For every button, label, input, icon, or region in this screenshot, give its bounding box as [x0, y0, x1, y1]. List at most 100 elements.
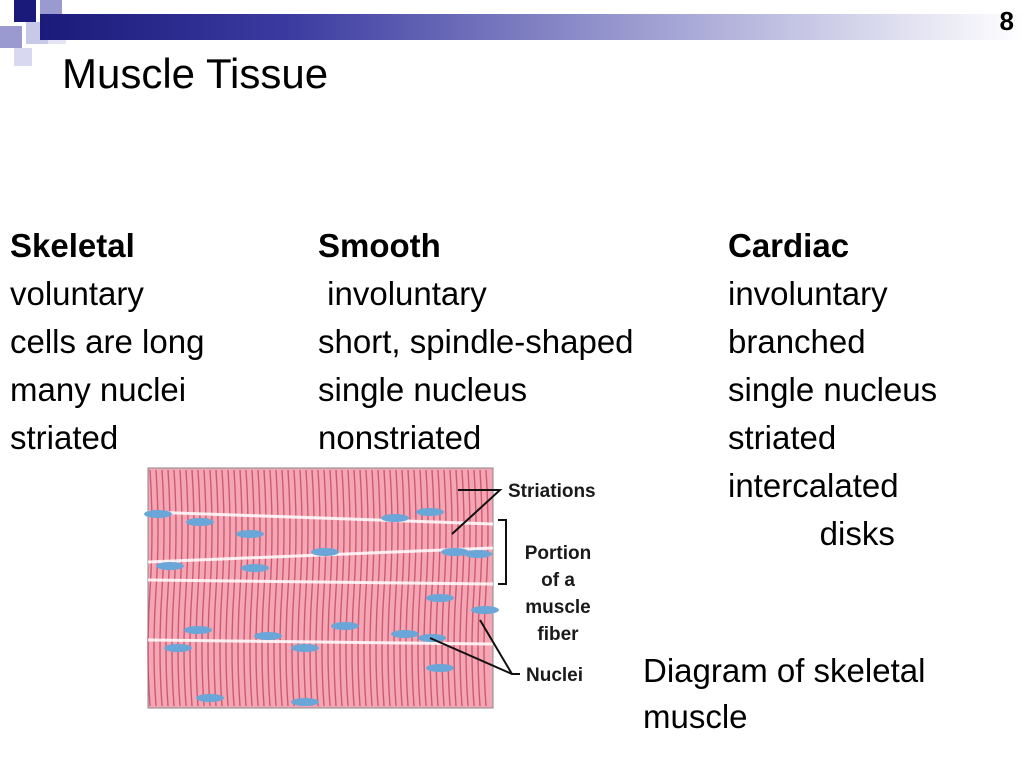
column-line: intercalated: [728, 467, 899, 504]
label-portion: fiber: [537, 624, 579, 645]
striation-line: [249, 469, 255, 707]
striation-line: [183, 469, 189, 707]
striation-line: [321, 469, 327, 707]
striation-line: [177, 469, 183, 707]
striation-line: [219, 469, 225, 707]
nucleus-shape: [464, 550, 492, 558]
column-line: branched: [728, 323, 866, 360]
striation-line: [285, 469, 291, 707]
striation-line: [339, 469, 345, 707]
striation-line: [201, 469, 207, 707]
striation-line: [483, 469, 489, 707]
column-line: striated: [728, 419, 837, 456]
striation-line: [297, 469, 303, 707]
nucleus-shape: [391, 630, 419, 638]
striation-line: [363, 469, 369, 707]
nucleus-shape: [441, 548, 469, 556]
label-portion: muscle: [525, 597, 590, 618]
striation-line: [237, 469, 243, 707]
column-line: single nucleus: [318, 371, 528, 408]
striation-line: [399, 469, 405, 707]
column-skeletal: Skeletal voluntary cells are long many n…: [10, 222, 204, 462]
column-cardiac: Cardiac involuntary branched single nucl…: [728, 222, 937, 558]
striation-line: [291, 469, 297, 707]
striation-line: [195, 469, 201, 707]
nucleus-shape: [416, 508, 444, 516]
nucleus-shape: [311, 548, 339, 556]
striation-line: [303, 469, 309, 707]
striation-line: [381, 469, 387, 707]
striation-line: [417, 469, 423, 707]
header-bar: [40, 14, 1024, 40]
page-title: Muscle Tissue: [62, 50, 329, 97]
striation-line: [453, 469, 459, 707]
label-portion: Portion: [525, 543, 592, 564]
column-line: short, spindle-shaped: [318, 323, 634, 360]
striation-line: [459, 469, 465, 707]
nucleus-shape: [381, 514, 409, 522]
striation-line: [171, 469, 177, 707]
nucleus-shape: [291, 644, 319, 652]
striation-line: [327, 469, 333, 707]
column-line: involuntary: [728, 275, 888, 312]
striation-line: [273, 469, 279, 707]
striation-line: [333, 469, 339, 707]
nucleus-shape: [156, 562, 184, 570]
striation-line: [147, 469, 153, 707]
nucleus-shape: [241, 564, 269, 572]
striation-line: [225, 469, 231, 707]
nucleus-shape: [471, 606, 499, 614]
label-nuclei: Nuclei: [526, 665, 583, 686]
column-line: striated: [10, 419, 119, 456]
column-heading: Skeletal: [10, 227, 135, 264]
label-pointers: [429, 489, 520, 675]
striation-line: [267, 469, 273, 707]
striation-line: [405, 469, 411, 707]
column-line: many nuclei: [10, 371, 187, 408]
label-portion: of a: [541, 570, 575, 591]
column-heading: Cardiac: [728, 227, 850, 264]
striation-line: [189, 469, 195, 707]
striation-line: [165, 469, 171, 707]
striation-line: [423, 469, 429, 707]
nuclei-group: [144, 508, 499, 706]
column-line: cells are long: [10, 323, 205, 360]
column-line: involuntary: [318, 275, 487, 312]
page-number: 8: [999, 6, 1014, 36]
nucleus-shape: [196, 694, 224, 702]
striation-line: [429, 469, 435, 707]
nucleus-shape: [426, 594, 454, 602]
striation-line: [447, 469, 453, 707]
striation-line: [357, 469, 363, 707]
nucleus-shape: [164, 644, 192, 652]
striations-pattern: [147, 469, 489, 707]
column-line: voluntary: [10, 275, 144, 312]
striation-line: [351, 469, 357, 707]
striation-line: [369, 469, 375, 707]
striation-line: [471, 469, 477, 707]
skeletal-muscle-diagram: Striations Portion of a muscle fiber Nuc…: [144, 467, 596, 709]
column-heading: Smooth: [318, 227, 441, 264]
caption-line: Diagram of skeletal: [643, 652, 926, 689]
striation-line: [243, 469, 249, 707]
striation-line: [261, 469, 267, 707]
label-striations: Striations: [508, 481, 596, 502]
nucleus-shape: [291, 698, 319, 706]
nucleus-shape: [426, 664, 454, 672]
column-line: disks: [728, 515, 895, 552]
nucleus-shape: [254, 632, 282, 640]
striation-line: [309, 469, 315, 707]
nucleus-shape: [144, 510, 172, 518]
striation-line: [153, 469, 159, 707]
column-smooth: Smooth involuntary short, spindle-shaped…: [318, 222, 634, 462]
nucleus-shape: [236, 530, 264, 538]
striation-line: [279, 469, 285, 707]
striation-line: [159, 469, 165, 707]
striation-line: [345, 469, 351, 707]
diagram-caption: Diagram of skeletal muscle: [643, 648, 1013, 740]
nucleus-shape: [186, 518, 214, 526]
striation-line: [315, 469, 321, 707]
striation-line: [387, 469, 393, 707]
striation-line: [231, 469, 237, 707]
striation-line: [375, 469, 381, 707]
